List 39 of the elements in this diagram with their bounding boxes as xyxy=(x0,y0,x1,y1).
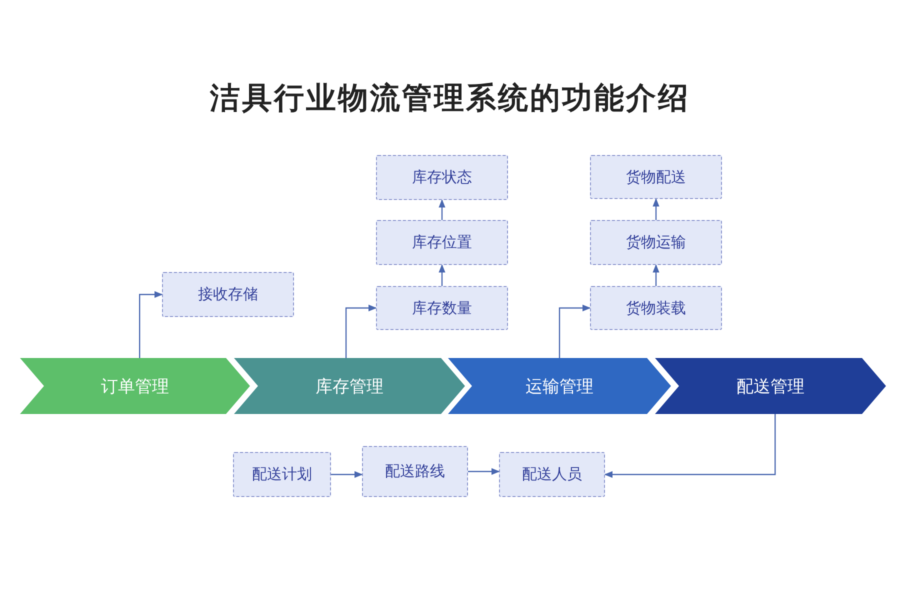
arrow xyxy=(558,304,591,358)
arrow xyxy=(652,198,660,220)
stage-label: 库存管理 xyxy=(316,376,384,398)
process-box xyxy=(162,272,294,317)
box-label: 配送人员 xyxy=(522,465,582,484)
process-box xyxy=(233,452,331,497)
process-box xyxy=(590,220,722,265)
process-box xyxy=(362,446,468,497)
arrow xyxy=(345,304,377,358)
process-stage xyxy=(234,358,465,414)
stage-label: 订单管理 xyxy=(101,376,169,398)
arrow xyxy=(139,291,163,358)
box-label: 库存位置 xyxy=(412,233,472,252)
arrow xyxy=(652,264,660,286)
process-box xyxy=(376,155,508,200)
process-stage xyxy=(448,358,671,414)
arrow xyxy=(604,414,776,478)
process-box xyxy=(499,452,605,497)
arrow xyxy=(438,199,446,220)
process-box xyxy=(376,220,508,265)
process-box xyxy=(590,155,722,199)
box-label: 货物运输 xyxy=(626,233,686,252)
arrow xyxy=(468,468,500,475)
box-label: 配送计划 xyxy=(252,465,312,484)
box-label: 库存状态 xyxy=(412,168,472,187)
process-stage xyxy=(20,358,250,414)
stage-label: 配送管理 xyxy=(736,376,804,398)
box-label: 货物装载 xyxy=(626,298,686,318)
process-box xyxy=(376,286,508,330)
stage-label: 运输管理 xyxy=(526,376,594,398)
box-label: 货物配送 xyxy=(626,168,686,186)
title: 洁具行业物流管理系统的功能介绍 xyxy=(208,80,691,118)
arrow xyxy=(438,264,446,286)
process-box xyxy=(590,286,722,330)
box-label: 接收存储 xyxy=(198,285,258,304)
process-stage xyxy=(655,358,886,414)
arrow xyxy=(331,471,363,478)
box-label: 配送路线 xyxy=(385,462,445,481)
box-label: 库存数量 xyxy=(412,298,472,318)
